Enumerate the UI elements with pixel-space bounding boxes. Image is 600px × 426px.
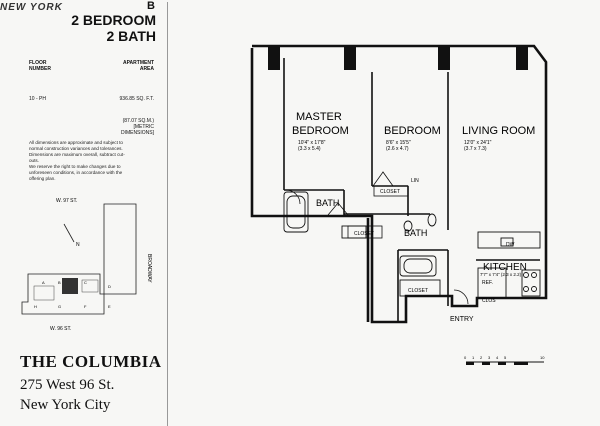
key-plan-unit [33, 285, 55, 301]
unit-type-line1: 2 BEDROOM [71, 12, 156, 28]
bedroom-label: BEDROOM [384, 125, 441, 137]
bedroom-closet-box [373, 185, 409, 197]
kitchen-dim: 7'7" x 7'4" (2.3 x 2.2) [480, 272, 522, 277]
scan-header-text: NEW YORK [0, 2, 63, 13]
key-plan-outline [21, 203, 137, 315]
key-unit-label: C [84, 280, 87, 285]
key-unit-label: D [108, 284, 111, 289]
apt-label-1: APARTMENT [122, 60, 154, 66]
living-room-dim-m: (3.7 x 7.3) [464, 146, 487, 152]
unit-type: 2 BEDROOM 2 BATH [60, 12, 156, 44]
floor-number-label: FLOOR NUMBER [29, 60, 51, 72]
door-swings [285, 171, 469, 305]
key-unit-label: A [42, 280, 45, 285]
scale-bar: 0 1 2 3 4 5 10 [464, 355, 545, 365]
area-sqft: 936.85 SQ. F.T. [119, 96, 154, 102]
floor-label-2: NUMBER [29, 66, 51, 72]
panel-divider [167, 2, 168, 426]
area-metric-note: [METRIC DIMENSIONS] [120, 124, 154, 136]
note-line: Dimensions are maximum overall, subtract… [29, 152, 125, 157]
note-line: unforeseen conditions, in accordance wit… [29, 170, 123, 175]
hall-closet-box [347, 225, 383, 239]
disclaimer-notes: All dimensions are approximate and subje… [29, 140, 159, 182]
scale-tick: 2 [480, 355, 483, 360]
entry-closet-label: CLOSET [408, 288, 428, 294]
master-bedroom-dim-ft: 10'4" x 17'8" [298, 140, 326, 146]
note-line: We reserve the right to make changes due… [29, 164, 121, 169]
note-line: offering plan. [29, 176, 56, 181]
scale-tick: 3 [488, 355, 491, 360]
refrigerator-label: REF. [482, 280, 493, 286]
street-w96: W. 96 ST. [50, 326, 71, 332]
plan-letter: B [147, 0, 155, 12]
hall-closet-label: CLOSET [354, 231, 374, 237]
key-plan: W. 97 ST. N A B C D E F G H BROADWAY W. … [21, 198, 152, 332]
avenue-broadway: BROADWAY [146, 254, 152, 283]
dishwasher-label: DW [506, 242, 515, 248]
scale-tick: 4 [496, 355, 499, 360]
apt-label-2: AREA [139, 66, 154, 72]
bath-fixtures [283, 191, 441, 297]
area-sqm: (87.07 SQ.M.) [METRIC DIMENSIONS] [104, 118, 154, 136]
north-arrow-icon [63, 223, 75, 243]
entry-label: ENTRY [450, 316, 474, 323]
area-sqm-value: (87.07 SQ.M.) [122, 118, 154, 124]
living-room-label: LIVING ROOM [462, 125, 535, 137]
bedroom-closet-label: CLOSET [380, 189, 400, 195]
floor-value: 10 - PH [29, 96, 46, 102]
kitchen-closet-label: CLOS [482, 298, 496, 304]
floor-plan: MASTER BEDROOM 10'4" x 17'8" (3.3 x 5.4)… [250, 44, 548, 365]
exterior-walls [250, 44, 548, 324]
key-plan-unit [81, 279, 99, 293]
hall-bath-label: BATH [404, 228, 427, 238]
apartment-area-label: APARTMENT AREA [110, 60, 154, 72]
linen-closet-label: LIN [411, 178, 419, 184]
bedroom-dim-m: (2.6 x 4.7) [386, 146, 409, 152]
key-unit-label: E [108, 304, 111, 309]
note-line: All dimensions are approximate and subje… [29, 140, 123, 145]
window-piers [268, 46, 528, 70]
interior-walls [283, 58, 540, 322]
master-bedroom-label-2: BEDROOM [292, 125, 349, 137]
master-bath-label: BATH [316, 198, 339, 208]
address-line1: 275 West 96 St. [20, 377, 115, 393]
bedroom-dim-ft: 8'6" x 15'5" [386, 140, 411, 146]
scale-tick: 5 [504, 355, 507, 360]
key-unit-label: G [58, 304, 61, 309]
scale-tick: 0 [464, 355, 467, 360]
unit-type-line2: 2 BATH [106, 28, 156, 44]
living-room-dim-ft: 12'0" x 24'1" [464, 140, 492, 146]
scale-tick: 10 [540, 355, 545, 360]
master-bedroom-label-1: MASTER [296, 111, 342, 123]
key-unit-label: H [34, 304, 37, 309]
note-line: normal construction variances and tolera… [29, 146, 123, 151]
kitchen-label: KITCHEN [483, 262, 527, 273]
building-name: THE COLUMBIA [20, 352, 162, 371]
master-bedroom-dim-m: (3.3 x 5.4) [298, 146, 321, 152]
key-plan-core [62, 278, 78, 294]
scale-tick: 1 [472, 355, 475, 360]
floor-label-1: FLOOR [29, 60, 47, 66]
street-w97: W. 97 ST. [56, 198, 77, 204]
key-unit-label: F [84, 304, 87, 309]
address-line2: New York City [20, 397, 111, 413]
north-marker: N [76, 242, 80, 248]
key-unit-label: B [58, 280, 61, 285]
note-line: outs. [29, 158, 39, 163]
kitchen-fixtures [477, 231, 541, 299]
